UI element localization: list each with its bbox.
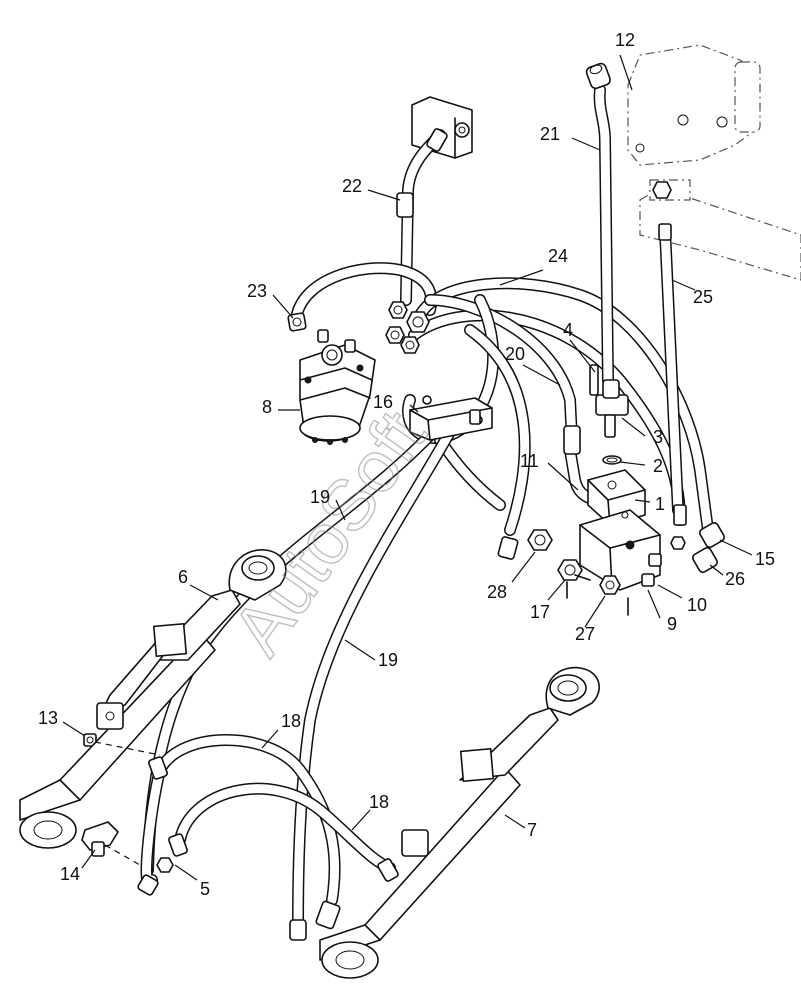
callout-20: 20 [505, 344, 525, 364]
callout-27: 27 [575, 624, 595, 644]
callout-12: 12 [615, 30, 635, 50]
callout-5: 5 [200, 879, 210, 899]
callout-25: 25 [693, 287, 713, 307]
callout-3: 3 [653, 427, 663, 447]
callout-21: 21 [540, 124, 560, 144]
callout-7: 7 [527, 820, 537, 840]
callout-15: 15 [755, 549, 775, 569]
callout-18-left: 18 [281, 711, 301, 731]
callout-1: 1 [655, 494, 665, 514]
callout-8: 8 [262, 397, 272, 417]
callout-11: 11 [520, 451, 539, 471]
callout-22: 22 [342, 176, 362, 196]
callout-2: 2 [653, 456, 663, 476]
callout-10: 10 [687, 595, 707, 615]
callout-13: 13 [38, 708, 58, 728]
callout-6: 6 [178, 567, 188, 587]
cylinder-6 [19, 549, 287, 849]
callout-19-top: 19 [310, 487, 330, 507]
hoses [140, 84, 714, 931]
callout-19-lower: 19 [378, 650, 398, 670]
callout-28: 28 [487, 582, 507, 602]
callout-4: 4 [563, 320, 573, 340]
priority-valve [589, 364, 629, 465]
callout-23: 23 [247, 281, 267, 301]
steering-unit [299, 329, 376, 445]
pump-ghost [627, 44, 761, 166]
valve-block [527, 469, 662, 616]
callout-9: 9 [667, 614, 677, 634]
leader-lines [62, 54, 753, 881]
callout-labels: 12 21 22 24 25 23 4 20 8 16 3 2 11 1 19 … [38, 30, 775, 899]
callout-17: 17 [530, 602, 550, 622]
callout-14: 14 [60, 864, 80, 884]
callout-26: 26 [725, 569, 745, 589]
clamp-block [409, 395, 493, 441]
callout-16: 16 [373, 392, 393, 412]
callout-24: 24 [548, 246, 568, 266]
cylinder-7 [319, 666, 600, 979]
callout-18-right: 18 [369, 792, 389, 812]
fittings [83, 62, 725, 941]
tee-fitting [81, 821, 141, 866]
